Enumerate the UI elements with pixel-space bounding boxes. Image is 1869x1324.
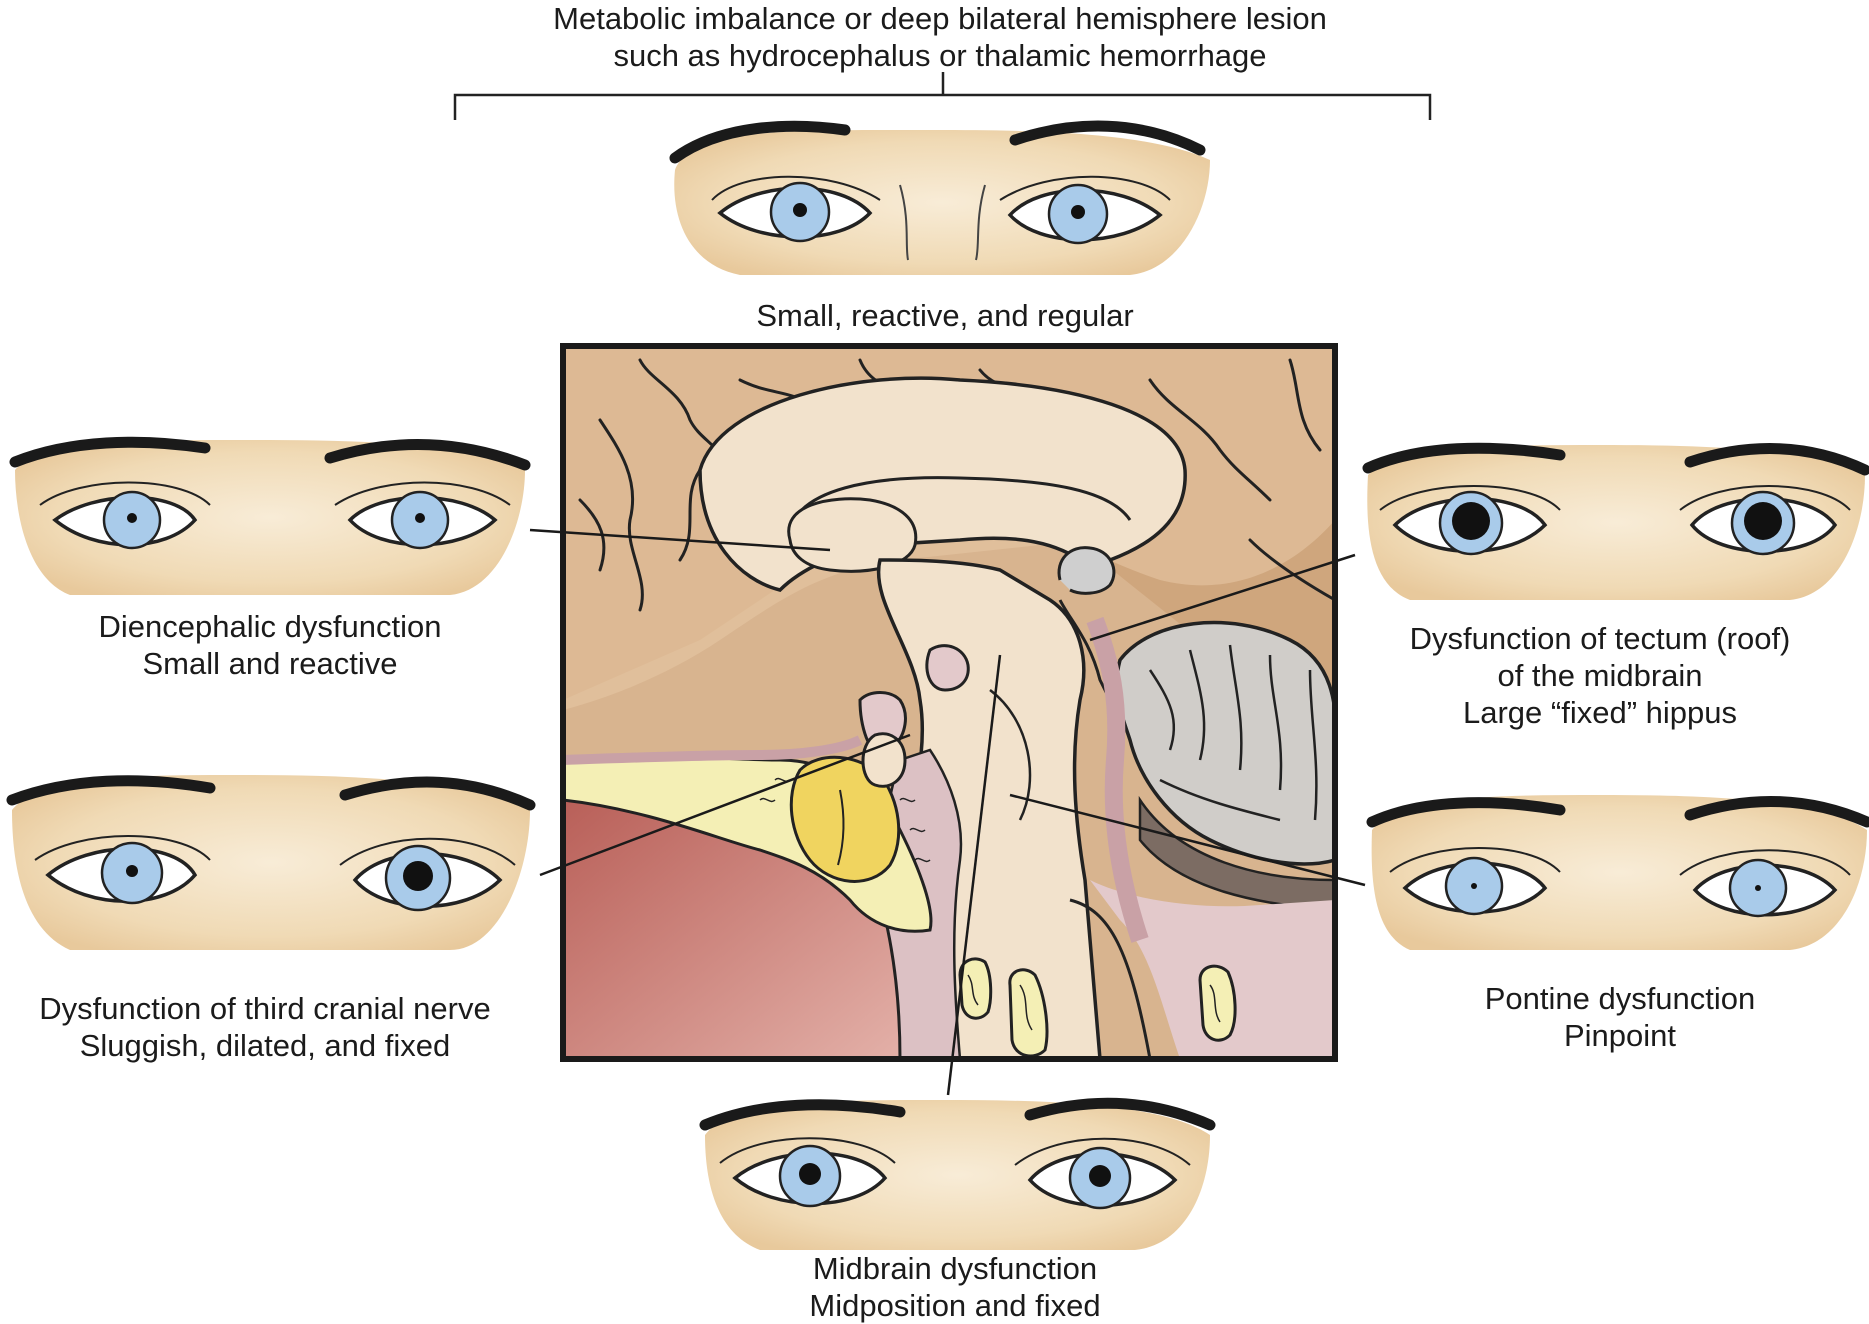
- eyes-tectum: [1362, 442, 1869, 600]
- tectum-subtitle: Large “fixed” hippus: [1463, 695, 1737, 730]
- midbrain-subtitle: Midposition and fixed: [809, 1288, 1101, 1323]
- top-heading-line2: such as hydrocephalus or thalamic hemorr…: [613, 38, 1267, 73]
- top-bracket: [453, 72, 1432, 120]
- leader-tectum: [1089, 553, 1356, 642]
- label-midbrain: Midbrain dysfunction Midposition and fix…: [700, 1250, 1210, 1324]
- diencephalic-subtitle: Small and reactive: [142, 646, 398, 681]
- tectum-title-2: of the midbrain: [1497, 658, 1703, 693]
- tectum-title: Dysfunction of tectum (roof): [1409, 621, 1791, 656]
- eyes-small-reactive-regular: [669, 120, 1210, 275]
- eyes-pontine: [1366, 795, 1869, 950]
- leader-pontine: [1009, 793, 1366, 887]
- leader-third-nerve: [539, 733, 911, 877]
- brain-sagittal-section: [563, 346, 1335, 1059]
- label-pontine: Pontine dysfunction Pinpoint: [1400, 980, 1840, 1054]
- top-heading-line1: Metabolic imbalance or deep bilateral he…: [553, 1, 1327, 36]
- third-nerve-title: Dysfunction of third cranial nerve: [39, 991, 491, 1026]
- third-nerve-subtitle: Sluggish, dilated, and fixed: [79, 1028, 451, 1063]
- label-small-reactive-regular: Small, reactive, and regular: [630, 297, 1260, 334]
- diencephalic-title: Diencephalic dysfunction: [98, 609, 442, 644]
- caption-small-reactive-regular: Small, reactive, and regular: [756, 298, 1134, 333]
- midbrain-title: Midbrain dysfunction: [812, 1251, 1098, 1286]
- label-diencephalic: Diencephalic dysfunction Small and react…: [20, 608, 520, 682]
- pontine-subtitle: Pinpoint: [1563, 1018, 1677, 1053]
- eyes-third-nerve: [6, 775, 536, 950]
- label-tectum: Dysfunction of tectum (roof) of the midb…: [1350, 620, 1850, 731]
- eyes-midbrain: [699, 1097, 1216, 1250]
- pontine-title: Pontine dysfunction: [1484, 981, 1756, 1016]
- leader-diencephalic: [529, 528, 831, 552]
- label-third-nerve: Dysfunction of third cranial nerve Slugg…: [0, 990, 530, 1064]
- eyes-diencephalic: [9, 436, 531, 595]
- brain-frame: [560, 343, 1338, 1062]
- top-heading: Metabolic imbalance or deep bilateral he…: [430, 0, 1450, 74]
- leader-midbrain: [946, 654, 1002, 1096]
- eye-pairs: [6, 120, 1869, 1250]
- leader-lines: [529, 528, 1366, 1096]
